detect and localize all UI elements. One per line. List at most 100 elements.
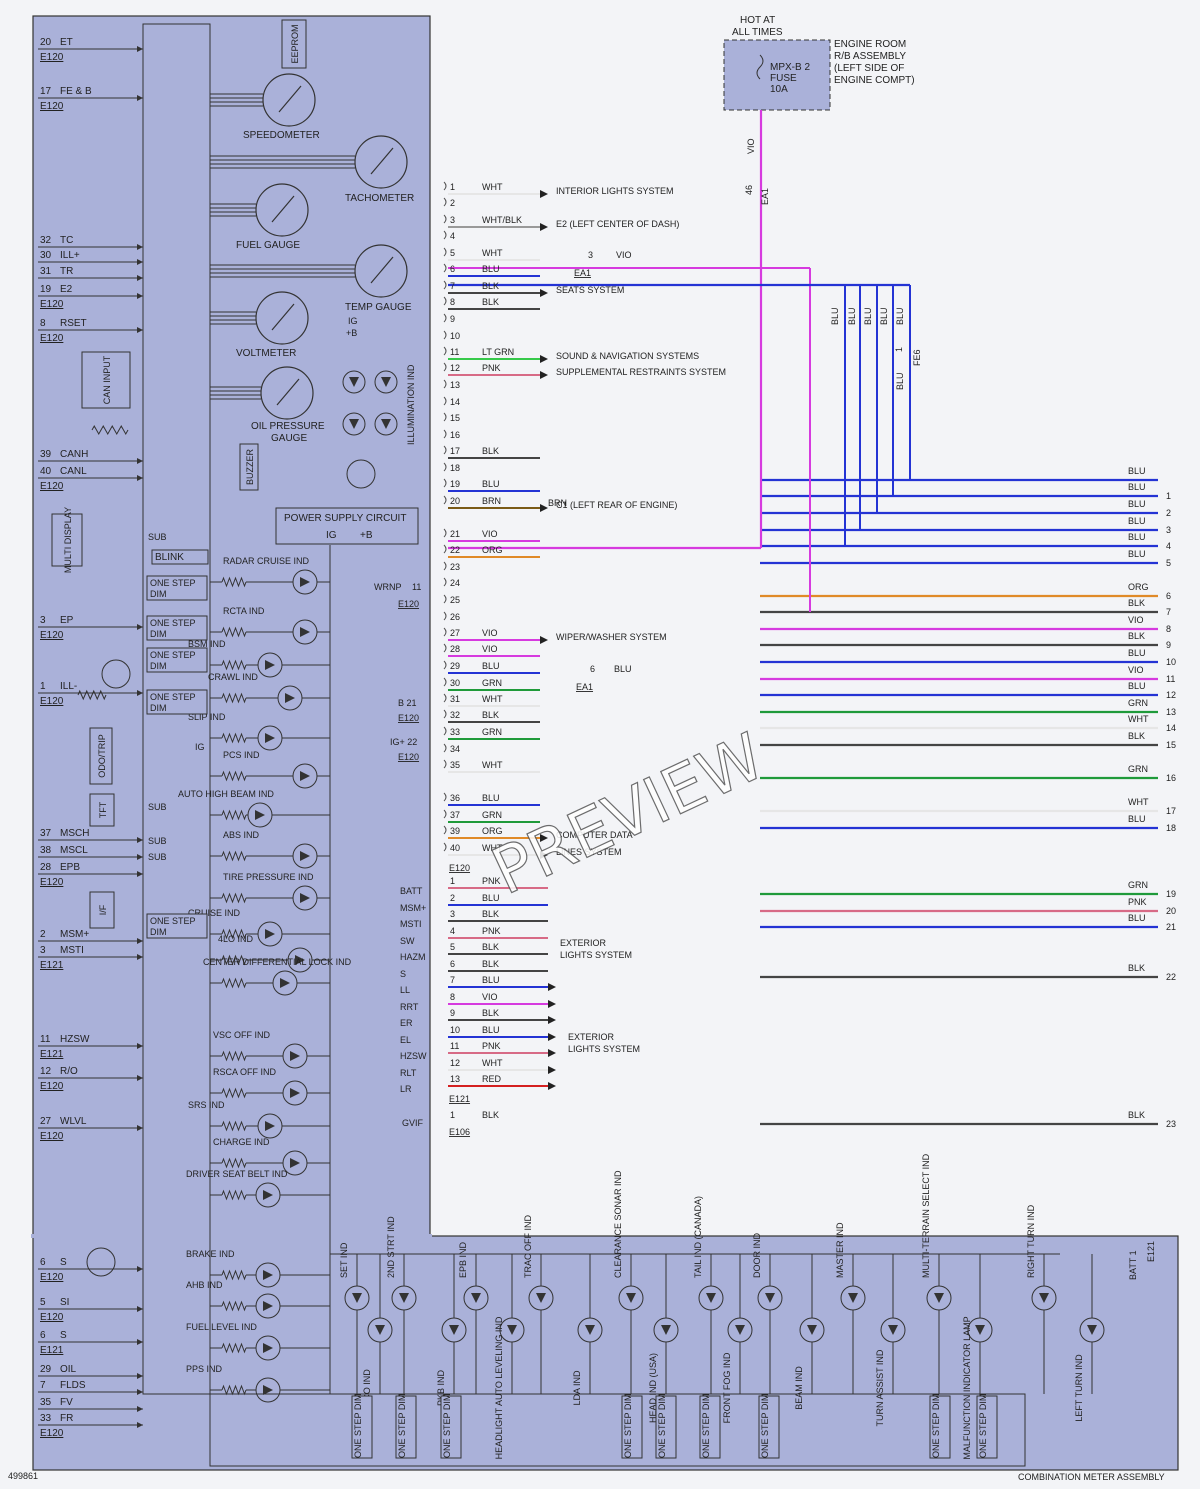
e120-pin-number: 13 xyxy=(450,380,460,390)
e120-pin-number: 18 xyxy=(450,463,460,473)
pin-number: 5 xyxy=(40,1297,46,1308)
e121-wire-color: BLK xyxy=(482,942,499,952)
led-diode xyxy=(1087,1325,1097,1335)
indicator-label: HEADLIGHT AUTO LEVELING IND xyxy=(494,1316,504,1459)
output-number: 23 xyxy=(1166,1119,1176,1129)
output-number: 11 xyxy=(1166,674,1175,684)
junction-fe6: FE6 xyxy=(912,349,922,366)
led-diode xyxy=(706,1293,716,1303)
one-step-dim-label: ONE STEP DIM xyxy=(760,1394,770,1458)
one-step-dim-box xyxy=(699,1395,721,1459)
arrow xyxy=(548,1082,556,1090)
wire-layer xyxy=(448,110,1158,1126)
e121-signal: HAZM xyxy=(400,952,426,962)
transistor xyxy=(86,1247,116,1277)
e120-pin-mark xyxy=(443,346,447,356)
pin-number: 7 xyxy=(40,1380,46,1391)
pin-arrow xyxy=(137,1389,143,1395)
pin-signal: EP xyxy=(60,615,74,626)
batt-label: BATT 1 xyxy=(1128,1250,1138,1280)
e120-pin-number: 2 xyxy=(450,198,455,208)
e121-wire-color: BLU xyxy=(482,893,500,903)
arrow xyxy=(540,289,548,297)
e120-pin-number: 29 xyxy=(450,661,460,671)
resistor xyxy=(221,977,247,989)
output-wire-color: BLU xyxy=(1128,648,1146,658)
output-number: 8 xyxy=(1166,624,1171,634)
e120-wire-color: BLK xyxy=(482,710,499,720)
output-number: 16 xyxy=(1166,773,1176,783)
pin-arrow xyxy=(137,854,143,860)
output-number: 10 xyxy=(1166,657,1176,667)
ig22-connector: E120 xyxy=(398,752,419,762)
indicator-label: PPS IND xyxy=(186,1364,223,1374)
pin-arrow xyxy=(137,1043,143,1049)
junction-ea1: EA1 xyxy=(576,682,593,692)
led-diode xyxy=(255,810,265,820)
pin-arrow xyxy=(137,1406,143,1412)
output-wire-color: BLU xyxy=(1128,549,1146,559)
pin-signal: SI xyxy=(60,1297,69,1308)
gvif-wire-color: BLK xyxy=(482,1110,499,1120)
e121-signal: HZSW xyxy=(400,1051,427,1061)
gvif-pin: 1 xyxy=(450,1110,455,1120)
pin-arrow xyxy=(137,624,143,630)
exterior-label: LIGHTS SYSTEM xyxy=(568,1044,640,1054)
indicator-label: RCTA IND xyxy=(223,606,265,616)
block-label: EEPROM xyxy=(290,24,300,63)
indicator-label: DRIVER SEAT BELT IND xyxy=(186,1169,288,1179)
pin-signal: ILL+ xyxy=(60,250,80,261)
arrow xyxy=(548,1000,556,1008)
e121-wire-color: PNK xyxy=(482,926,501,936)
pin-number: 40 xyxy=(40,466,52,477)
led-diode xyxy=(381,419,391,429)
pin-signal: MSCL xyxy=(60,845,88,856)
e120-destination: COMPUTER DATA xyxy=(556,830,633,840)
power-supply-title: POWER SUPPLY CIRCUIT xyxy=(284,513,406,524)
block-label: MULTI DISPLAY xyxy=(63,507,73,573)
pin-number: 35 xyxy=(40,1397,52,1408)
led-diode xyxy=(265,929,275,939)
resistor xyxy=(221,576,247,588)
indicator-label: HEAD IND (USA) xyxy=(648,1353,658,1423)
e120-destination: LINES SYSTEM xyxy=(556,847,622,857)
e121-pin-number: 7 xyxy=(450,975,455,985)
one-step-dim-box xyxy=(146,913,208,939)
output-wire-color: BLU xyxy=(1128,913,1146,923)
indicator-label: RIGHT TURN IND xyxy=(1026,1204,1036,1278)
resistor xyxy=(77,689,107,701)
e121-signal: LL xyxy=(400,985,410,995)
assembly-name: COMBINATION METER ASSEMBLY xyxy=(1018,1472,1165,1482)
output-number: 12 xyxy=(1166,690,1176,700)
e120-pin-mark xyxy=(443,643,447,653)
pin-arrow xyxy=(137,1339,143,1345)
fuse-symbol xyxy=(756,54,764,80)
led-diode xyxy=(471,1293,481,1303)
e120-pin-mark xyxy=(443,379,447,389)
e120-pin-number: 19 xyxy=(450,479,460,489)
one-step-dim-box xyxy=(395,1395,417,1459)
pin-number: 8 xyxy=(40,318,46,329)
pin-number: 37 xyxy=(40,828,52,839)
indicator-label: BRAKE IND xyxy=(186,1249,235,1259)
vio-label: VIO xyxy=(746,138,756,154)
e120-pin-mark xyxy=(443,214,447,224)
output-number: 13 xyxy=(1166,707,1176,717)
e120-destination: E2 (LEFT CENTER OF DASH) xyxy=(556,219,679,229)
pin-signal: R/O xyxy=(60,1066,78,1077)
block-label: BUZZER xyxy=(245,448,255,485)
one-step-dim-label: ONE STEP DIM xyxy=(442,1394,452,1458)
pin-arrow xyxy=(137,1373,143,1379)
junction-pin: 6 xyxy=(590,664,595,674)
e121-signal: ER xyxy=(400,1018,413,1028)
e121-wire-color: BLK xyxy=(482,909,499,919)
e106-label: E106 xyxy=(449,1127,470,1137)
e120-destination: SUPPLEMENTAL RESTRAINTS SYSTEM xyxy=(556,367,726,377)
one-step-dim-label: DIM xyxy=(150,703,167,713)
indicator-label: LEFT TURN IND xyxy=(1074,1354,1084,1422)
output-wire-color: BLK xyxy=(1128,963,1145,973)
fuse-amps: 10A xyxy=(770,84,788,95)
indicator-label: TRAC OFF IND xyxy=(523,1215,533,1278)
output-number: 2 xyxy=(1166,508,1171,518)
